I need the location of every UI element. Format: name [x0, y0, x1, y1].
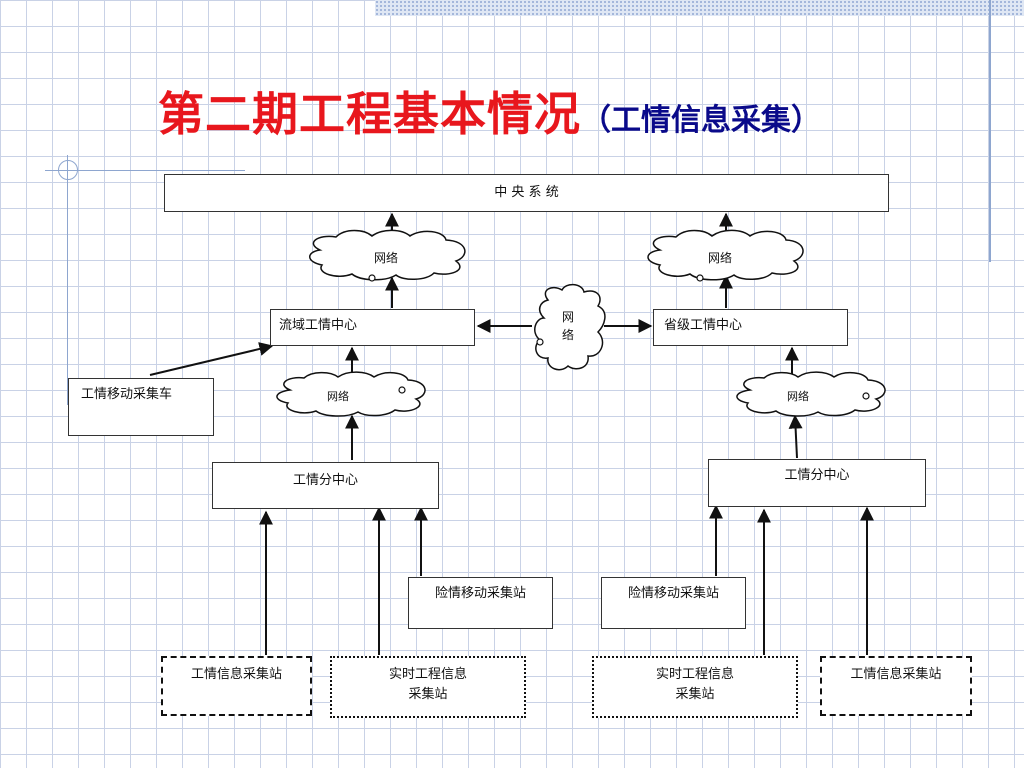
mobile-station-right-box: 险情移动采集站 [601, 577, 746, 629]
cloud-label-lower-right: 网络 [787, 390, 809, 403]
arrow-subcenter-right-to-net [788, 414, 803, 459]
info-station-left-label: 工情信息采集站 [190, 667, 282, 682]
realtime-station-right-box: 实时工程信息 采集站 [592, 656, 798, 718]
info-station-right-box: 工情信息采集站 [820, 656, 972, 716]
realtime-station-right-label: 实时工程信息 采集站 [655, 667, 734, 702]
cloud-label-top-right: 网络 [707, 251, 732, 265]
arrow-vehicle-to-basin [149, 342, 274, 376]
left-decorative-vline [67, 155, 68, 405]
cloud-tail-middle [536, 338, 544, 346]
left-decorative-hline [45, 170, 245, 171]
cloud-tail-lower-left [398, 386, 406, 394]
realtime-station-left-label: 实时工程信息 采集站 [388, 667, 467, 702]
cloud-tail-top-right [696, 274, 704, 282]
central-system-box: 中 央 系 统 [164, 174, 889, 212]
cloud-middle [534, 283, 606, 371]
cloud-lower-right [736, 371, 886, 417]
decorative-circle [58, 160, 78, 180]
mobile-station-left-label: 险情移动采集站 [434, 586, 526, 601]
cloud-label-lower-left: 网络 [327, 390, 349, 403]
basin-center-label: 流域工情中心 [279, 318, 358, 333]
title-subtitle: （工情信息采集） [581, 103, 821, 138]
cloud-top-right [647, 229, 804, 281]
province-center-box: 省级工情中心 [653, 309, 848, 346]
cloud-label-middle: 网 络 [561, 310, 574, 342]
sub-center-right-box: 工情分中心 [708, 459, 926, 507]
cloud-tail-lower-right [862, 392, 870, 400]
info-station-left-box: 工情信息采集站 [161, 656, 312, 716]
sub-center-left-box: 工情分中心 [212, 462, 439, 509]
sub-center-left-label: 工情分中心 [292, 473, 358, 488]
title-main: 第二期工程基本情况 [158, 87, 581, 141]
province-center-label: 省级工情中心 [664, 318, 743, 333]
basin-center-box: 流域工情中心 [270, 309, 475, 346]
cloud-lower-left [276, 371, 426, 417]
mobile-vehicle-box: 工情移动采集车 [68, 378, 214, 436]
realtime-station-left-box: 实时工程信息 采集站 [330, 656, 526, 718]
mobile-station-right-label: 险情移动采集站 [627, 586, 719, 601]
mobile-station-left-box: 险情移动采集站 [408, 577, 553, 629]
sub-center-right-label: 工情分中心 [784, 468, 850, 483]
mobile-vehicle-label: 工情移动采集车 [81, 387, 173, 402]
right-decorative-line [989, 0, 991, 262]
info-station-right-label: 工情信息采集站 [850, 667, 942, 682]
cloud-top-left [309, 229, 466, 281]
central-system-label: 中 央 系 统 [494, 185, 559, 200]
cloud-label-top-left: 网络 [373, 251, 398, 265]
cloud-tail-top-left [368, 274, 376, 282]
top-decorative-band [375, 0, 1024, 16]
slide-title: 第二期工程基本情况（工情信息采集） [158, 78, 821, 144]
